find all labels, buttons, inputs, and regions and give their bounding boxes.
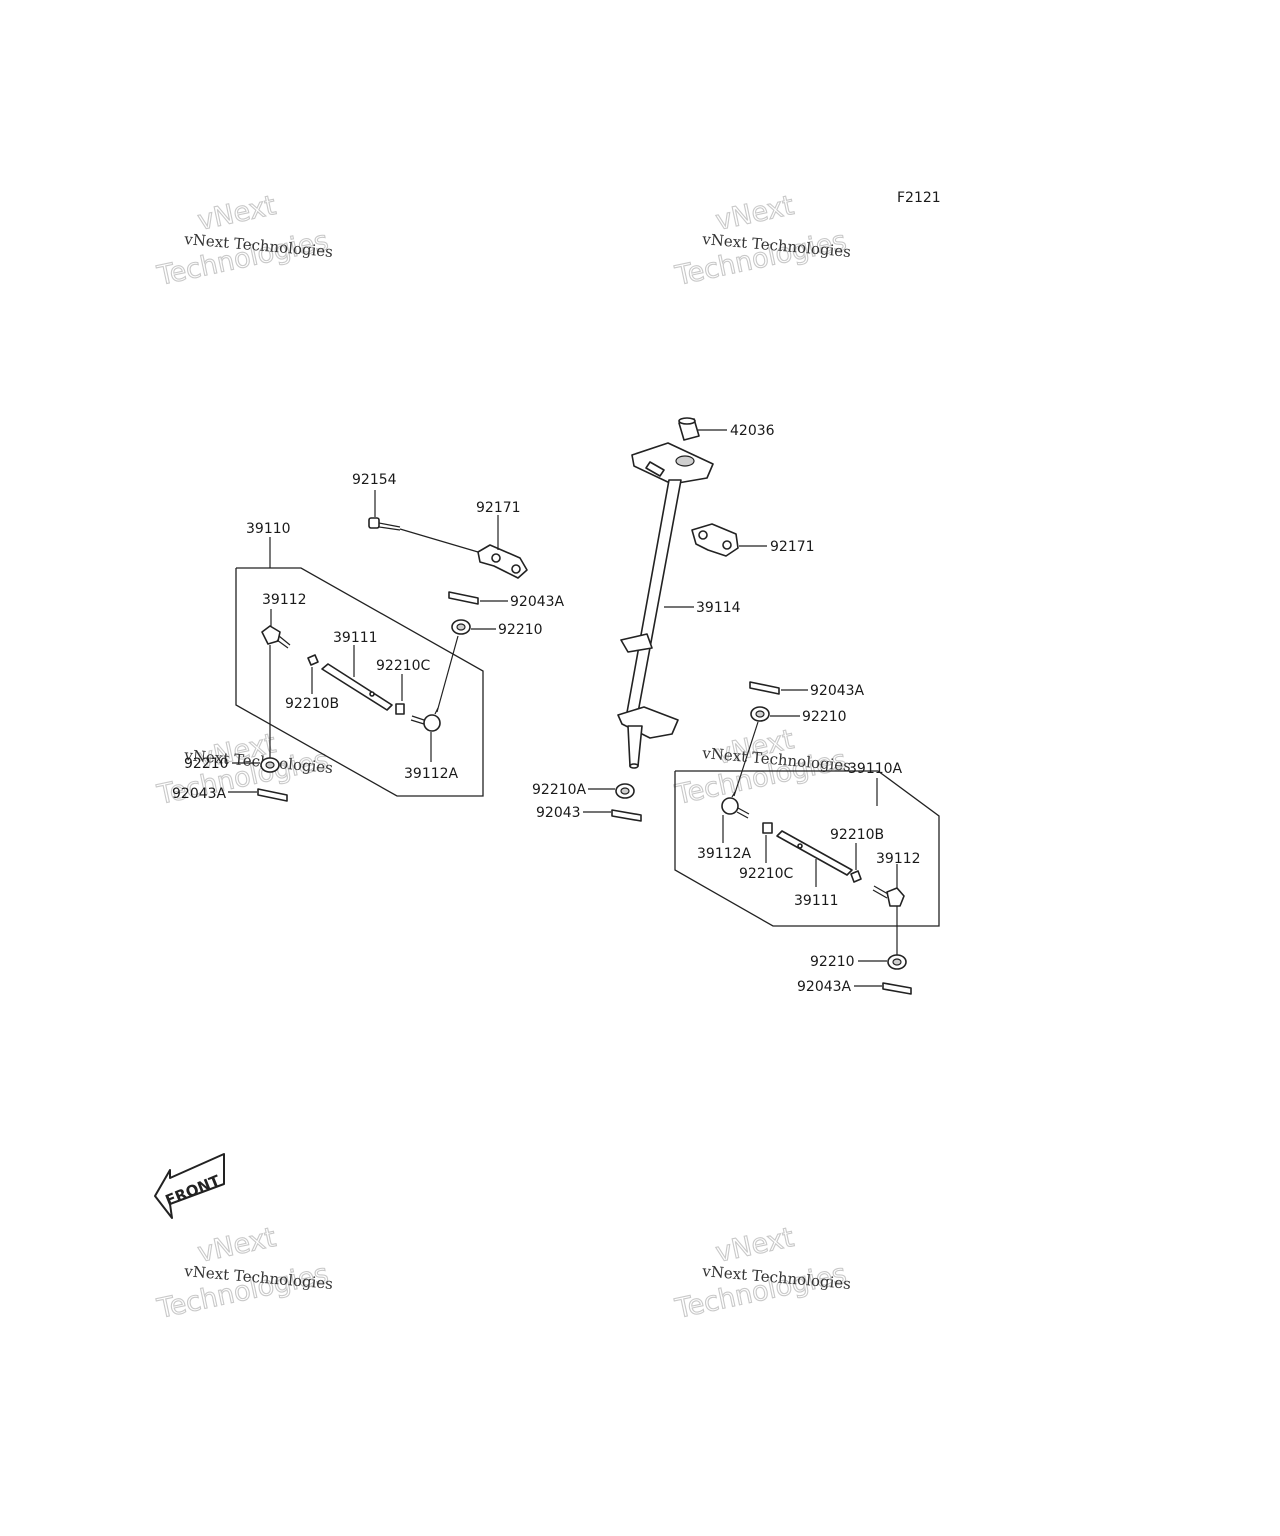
label-92043: 92043 bbox=[536, 805, 581, 821]
label-92210B-left: 92210B bbox=[285, 696, 339, 712]
label-92043A-right-upper: 92043A bbox=[810, 683, 865, 699]
label-39112A-left: 39112A bbox=[404, 766, 459, 782]
label-39112-right: 39112 bbox=[876, 851, 921, 867]
watermark-text: vNext bbox=[713, 1222, 797, 1269]
steering-shaft-assembly: 42036 39114 92171 bbox=[532, 417, 815, 822]
watermark-text: vNext bbox=[713, 190, 797, 237]
bushing-icon bbox=[678, 417, 700, 441]
steering-shaft-icon bbox=[617, 479, 682, 769]
watermark-text: vNext bbox=[195, 1222, 279, 1269]
cotter-pin-icon bbox=[611, 809, 642, 822]
cotter-pin-icon bbox=[882, 982, 912, 995]
label-42036: 42036 bbox=[730, 423, 775, 439]
watermark-bottom-left: vNext Technologies vNext Technologies bbox=[153, 1222, 333, 1326]
label-92043A-left-upper: 92043A bbox=[510, 594, 565, 610]
left-group-box bbox=[235, 567, 484, 797]
label-92171-center: 92171 bbox=[770, 539, 815, 555]
nut-b-icon bbox=[307, 654, 319, 666]
label-92210-right-upper: 92210 bbox=[802, 709, 847, 725]
nut-c-icon bbox=[395, 703, 405, 715]
watermark-mid-right: vNext Technologies vNext Technologies bbox=[671, 724, 851, 812]
label-92043A-right-lower: 92043A bbox=[797, 979, 852, 995]
label-92210-left-lower: 92210 bbox=[184, 756, 229, 772]
watermark-mid-left: vNext Technologies vNext Technologies bbox=[153, 728, 333, 812]
label-92210C-left: 92210C bbox=[376, 658, 431, 674]
watermark-text: vNext bbox=[195, 190, 279, 237]
front-direction-arrow-icon: FRONT bbox=[154, 1153, 225, 1219]
label-39112-left: 39112 bbox=[262, 592, 307, 608]
tie-rod-end-icon bbox=[872, 885, 905, 907]
holder-bracket-icon bbox=[691, 523, 739, 557]
cotter-pin-icon bbox=[257, 788, 288, 802]
label-39114: 39114 bbox=[696, 600, 741, 616]
diagram-code: F2121 bbox=[897, 190, 941, 206]
label-39112A-right: 39112A bbox=[697, 846, 752, 862]
watermark-top-right: vNext Technologies vNext Technologies bbox=[671, 190, 851, 293]
label-92210B-right: 92210B bbox=[830, 827, 884, 843]
label-92154: 92154 bbox=[352, 472, 397, 488]
label-92210-right-lower: 92210 bbox=[810, 954, 855, 970]
bolt-icon bbox=[368, 517, 401, 531]
label-39110: 39110 bbox=[246, 521, 291, 537]
nut-a-icon bbox=[615, 783, 635, 799]
tie-rod-end-a-icon bbox=[410, 707, 441, 732]
label-92171-left: 92171 bbox=[476, 500, 521, 516]
tie-rod-icon bbox=[321, 663, 393, 711]
nut-icon bbox=[887, 954, 907, 970]
label-92210-left-upper: 92210 bbox=[498, 622, 543, 638]
label-39110A: 39110A bbox=[848, 761, 903, 777]
label-39111-right: 39111 bbox=[794, 893, 839, 909]
label-92210C-right: 92210C bbox=[739, 866, 794, 882]
tie-rod-icon bbox=[776, 830, 853, 876]
nut-c-icon bbox=[762, 822, 773, 834]
nut-icon bbox=[451, 619, 471, 635]
steering-top-plate-icon bbox=[631, 442, 714, 485]
cotter-pin-icon bbox=[749, 681, 780, 695]
tie-rod-end-icon bbox=[261, 625, 291, 649]
watermark-top-left: vNext Technologies vNext Technologies bbox=[153, 190, 333, 293]
tie-rod-end-a-icon bbox=[721, 791, 750, 819]
nut-icon bbox=[260, 757, 280, 773]
right-tie-rod-assembly: 39110A 92043A 92210 39112A 92210C bbox=[674, 681, 940, 995]
watermark-bottom-right: vNext Technologies vNext Technologies bbox=[671, 1222, 851, 1326]
label-39111-left: 39111 bbox=[333, 630, 378, 646]
right-group-box bbox=[674, 770, 940, 927]
label-92043A-left-lower: 92043A bbox=[172, 786, 227, 802]
nut-b-icon bbox=[850, 870, 862, 883]
left-tie-rod-assembly: 39110 92154 92171 92043A 92210 bbox=[172, 472, 565, 802]
holder-bracket-icon bbox=[477, 544, 528, 579]
nut-icon bbox=[750, 706, 770, 722]
cotter-pin-icon bbox=[448, 591, 479, 605]
label-92210A: 92210A bbox=[532, 782, 587, 798]
